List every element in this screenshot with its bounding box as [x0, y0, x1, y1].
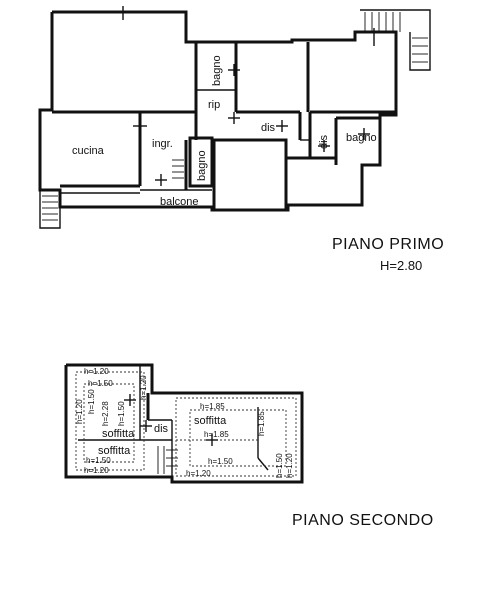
room-label-dis-right: dis	[318, 134, 330, 149]
height-label: h=1.85	[257, 411, 266, 436]
height-label: h=1.50	[275, 453, 284, 478]
stairs-entry	[172, 159, 184, 179]
height-label: h=1.50	[117, 401, 126, 426]
first-floor-title: PIANO PRIMO	[332, 236, 445, 253]
wall	[257, 457, 269, 471]
room-label-soffitta-left: soffitta	[102, 428, 135, 440]
height-label: h=1.50	[88, 379, 113, 388]
first-floor-height: H=2.80	[380, 258, 423, 273]
room-label-soffitta-lower: soffitta	[98, 445, 131, 457]
second-floor-title: PIANO SECONDO	[292, 512, 434, 529]
height-label: h=1.20	[84, 466, 109, 475]
room-label-bagno-right: bagno	[346, 132, 377, 144]
height-label: h=1.50	[87, 389, 96, 414]
height-label: h=1.20	[84, 367, 109, 376]
height-label: h=1.20	[75, 399, 84, 424]
height-label: h=1.85	[204, 430, 229, 439]
height-label: h=1.20	[139, 375, 148, 400]
first-floor-plan: bagno rip dis dis bagno cucina ingr. bag…	[38, 6, 431, 229]
height-label: h=1.50	[86, 456, 111, 465]
outer-wall	[38, 10, 398, 212]
light-points	[124, 394, 218, 446]
slope-line	[83, 383, 135, 463]
wall	[188, 136, 214, 188]
outer-wall	[64, 363, 304, 484]
second-floor-plan: soffitta soffitta dis soffitta h=1.20 h=…	[64, 363, 304, 484]
room-label-rip: rip	[208, 99, 220, 111]
height-label: h=1.85	[200, 402, 225, 411]
room-label-bagno-small: bagno	[211, 55, 223, 86]
room-label-balcone: balcone	[160, 196, 199, 208]
height-label: h=2.28	[101, 401, 110, 426]
room-label-ingr: ingr.	[152, 138, 173, 150]
slope-line	[189, 409, 287, 467]
light-points	[122, 6, 375, 186]
stairs-bottom-left	[39, 190, 61, 229]
height-label: h=1.20	[186, 469, 211, 478]
room-label-cucina: cucina	[72, 145, 105, 157]
wall	[212, 138, 288, 212]
stairs-top-right	[360, 9, 431, 71]
room-label-dis: dis	[154, 423, 169, 435]
height-label: h=1.20	[285, 453, 294, 478]
room-label-bagno-vertical: bagno	[196, 150, 208, 181]
height-label: h=1.50	[208, 457, 233, 466]
room-label-soffitta-right: soffitta	[194, 415, 227, 427]
stairs-second-floor	[157, 446, 178, 474]
slope-line	[75, 371, 145, 471]
room-label-dis-center: dis	[261, 122, 276, 134]
